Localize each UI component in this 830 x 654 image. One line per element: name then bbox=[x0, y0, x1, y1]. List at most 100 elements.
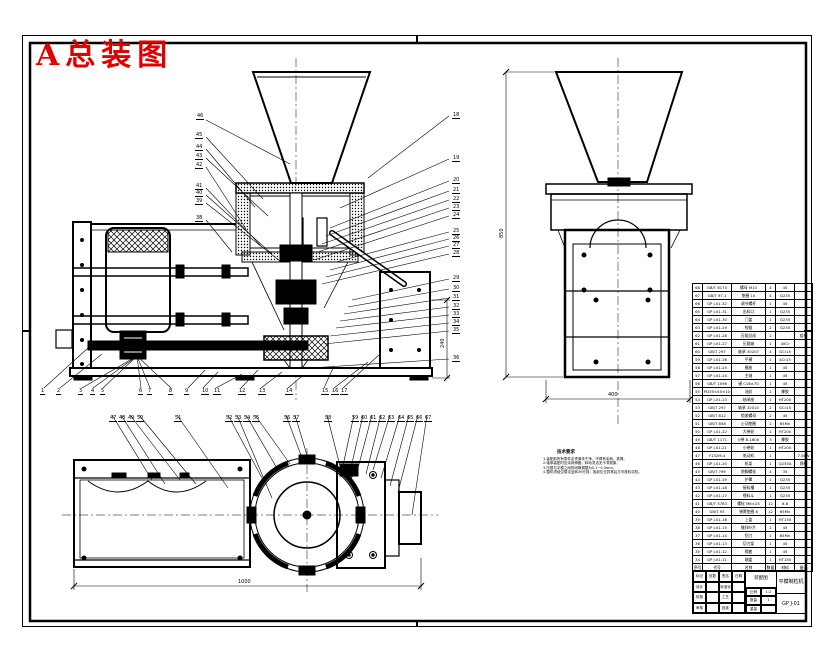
bom-cell-code: GP J-01-31 bbox=[702, 307, 732, 316]
bom-cell-code: GP J-01-11 bbox=[702, 555, 732, 564]
bom-cell-name: 电动机 bbox=[731, 451, 766, 460]
bom-cell-mat: 65Mn bbox=[775, 531, 795, 540]
bom-cell-code: GB/T 297 bbox=[702, 403, 732, 412]
bom-cell-note bbox=[794, 403, 813, 412]
bom-cell-mat: 40Cr bbox=[775, 339, 795, 348]
plan-view bbox=[62, 448, 438, 592]
note-line: 3.压辊与平模之间的间隙调整为0.1~0.3mm。 bbox=[543, 465, 617, 470]
bom-cell-no: 62 bbox=[692, 331, 703, 340]
title-block-grid-cell: 标记 bbox=[693, 571, 706, 582]
bom-cell-qty: 12 bbox=[765, 507, 776, 516]
drawing-number: GP J-01 bbox=[782, 600, 800, 607]
bom-row: 55 PD35×55×10 油封 2 橡胶 bbox=[692, 387, 813, 396]
bom-row: 54 GP J-01-23 轴承座 1 HT200 bbox=[692, 395, 813, 404]
bom-cell-note bbox=[794, 523, 813, 532]
bom-cell-note bbox=[794, 395, 813, 404]
bom-cell-qty: 1 bbox=[765, 483, 776, 492]
bom-row: 46 GP J-01-20 机架 1 Q235A 焊接 bbox=[692, 459, 813, 468]
bom-cell-note bbox=[794, 467, 813, 476]
bom-row: 35 GP J-01-12 隔套 1 45 bbox=[692, 547, 813, 556]
bom-cell-qty: 1 bbox=[765, 491, 776, 500]
bom-cell-code: GP J-01-24 bbox=[702, 371, 732, 380]
bom-cell-code: GP J-01-17 bbox=[702, 491, 732, 500]
bom-cell-note bbox=[794, 355, 813, 364]
bom-cell-name: 轴承座 bbox=[731, 395, 766, 404]
bom-cell-qty: 1 bbox=[765, 395, 776, 404]
bom-cell-note bbox=[794, 475, 813, 484]
bom-cell-qty: 1 bbox=[765, 379, 776, 388]
title-block-grid-cell bbox=[706, 592, 719, 603]
bom-cell-name: 喂料斗 bbox=[731, 491, 766, 500]
bom-cell-mat bbox=[775, 331, 795, 340]
bom-cell-code: GP J-01-22 bbox=[702, 427, 732, 436]
scale-cell: 1 bbox=[761, 596, 776, 605]
bom-cell-no: 64 bbox=[692, 315, 703, 324]
bom-cell-no: 52 bbox=[692, 411, 703, 420]
bom-cell-name: 刮刀 bbox=[731, 531, 766, 540]
bom-cell-code: GB/T 297 bbox=[702, 347, 732, 356]
bom-cell-name: V带 B-1600 bbox=[731, 435, 766, 444]
bom-cell-no: 45 bbox=[692, 467, 703, 476]
title-block-grid-cell: 处数 bbox=[706, 571, 719, 582]
bom-cell-qty: 4 bbox=[765, 347, 776, 356]
bom-cell-note bbox=[794, 411, 813, 420]
bom-cell-code: GB/T 812 bbox=[702, 411, 732, 420]
bom-cell-qty: 1 bbox=[765, 307, 776, 316]
bom-cell-qty: 4 bbox=[765, 291, 776, 300]
bom-row: 63 GP J-01-29 铰链 2 Q235 bbox=[692, 323, 813, 332]
bom-row: 36 GP J-01-13 切刀架 1 45 bbox=[692, 539, 813, 548]
bom-cell-mat: 45 bbox=[775, 363, 795, 372]
bom-cell-no: 60 bbox=[692, 347, 703, 356]
bom-row: 60 GB/T 297 轴承 30207 4 GCr15 bbox=[692, 347, 813, 356]
bom-row: 56 GB/T 1096 键 C16×70 1 45 bbox=[692, 379, 813, 388]
bom-cell-qty: 1 bbox=[765, 355, 776, 364]
bom-cell-no: 55 bbox=[692, 387, 703, 396]
bom-row: 64 GP J-01-30 门盖 1 Q235 bbox=[692, 315, 813, 324]
title-block-grid-cell bbox=[732, 592, 745, 603]
bom-cell-name: 轴承 32010 bbox=[731, 403, 766, 412]
bom-cell-no: 59 bbox=[692, 355, 703, 364]
bom-row: 44 GP J-01-19 护罩 1 Q235 bbox=[692, 475, 813, 484]
bom-cell-code: Y132M-4 bbox=[702, 451, 732, 460]
bom-cell-mat: HT150 bbox=[775, 515, 795, 524]
bom-row: 39 GP J-01-16 上盖 1 HT150 bbox=[692, 515, 813, 524]
bom-cell-no: 58 bbox=[692, 363, 703, 372]
bom-cell-mat: HT200 bbox=[775, 443, 795, 452]
bom-cell-note bbox=[794, 347, 813, 356]
bom-cell-name: 隔套 bbox=[731, 547, 766, 556]
bom-cell-name: 模座 bbox=[731, 363, 766, 372]
bom-cell-note bbox=[794, 419, 813, 428]
bom-cell-code: PD35×55×10 bbox=[702, 387, 732, 396]
bom-row: 41 GB/T 5783 螺栓 M8×25 12 8.8 bbox=[692, 499, 813, 508]
bom-cell-note: 焊接 bbox=[794, 459, 813, 468]
bom-cell-mat: Q235 bbox=[775, 291, 795, 300]
bom-cell-mat: HT200 bbox=[775, 395, 795, 404]
bom-cell-no: 36 bbox=[692, 539, 703, 548]
bom-cell-mat: 45 bbox=[775, 523, 795, 532]
bom-cell-note bbox=[794, 443, 813, 452]
bom-cell-qty: 1 bbox=[765, 475, 776, 484]
title-block-grid-cell bbox=[706, 581, 719, 592]
bom-cell-code: GP J-01-15 bbox=[702, 523, 732, 532]
bom-cell-note bbox=[794, 291, 813, 300]
bom-cell-mat: Q235 bbox=[775, 315, 795, 324]
bom-cell-no: 68 bbox=[692, 283, 703, 292]
bom-cell-no: 44 bbox=[692, 475, 703, 484]
bom-cell-code: GP J-01-28 bbox=[702, 331, 732, 340]
bom-cell-name: 平模 bbox=[731, 355, 766, 364]
bom-row: 62 GP J-01-28 压辊总成 2 组件 bbox=[692, 331, 813, 340]
title-block-signature-grid: 标记处数签名日期设计标准化校核工艺审核批准 bbox=[693, 571, 745, 613]
bom-cell-code: GP J-01-13 bbox=[702, 539, 732, 548]
bom-cell-mat: GCr15 bbox=[775, 347, 795, 356]
dimension-lines bbox=[70, 68, 694, 590]
bom-cell-no: 56 bbox=[692, 379, 703, 388]
product-name: 平模制粒机 bbox=[777, 571, 805, 594]
bom-cell-name: 机架 bbox=[731, 459, 766, 468]
bom-cell-qty: 1 bbox=[765, 515, 776, 524]
title-block-grid-cell: 签名 bbox=[719, 571, 732, 582]
bom-cell-name: 主轴 bbox=[731, 371, 766, 380]
bom-cell-mat: HT150 bbox=[775, 555, 795, 564]
